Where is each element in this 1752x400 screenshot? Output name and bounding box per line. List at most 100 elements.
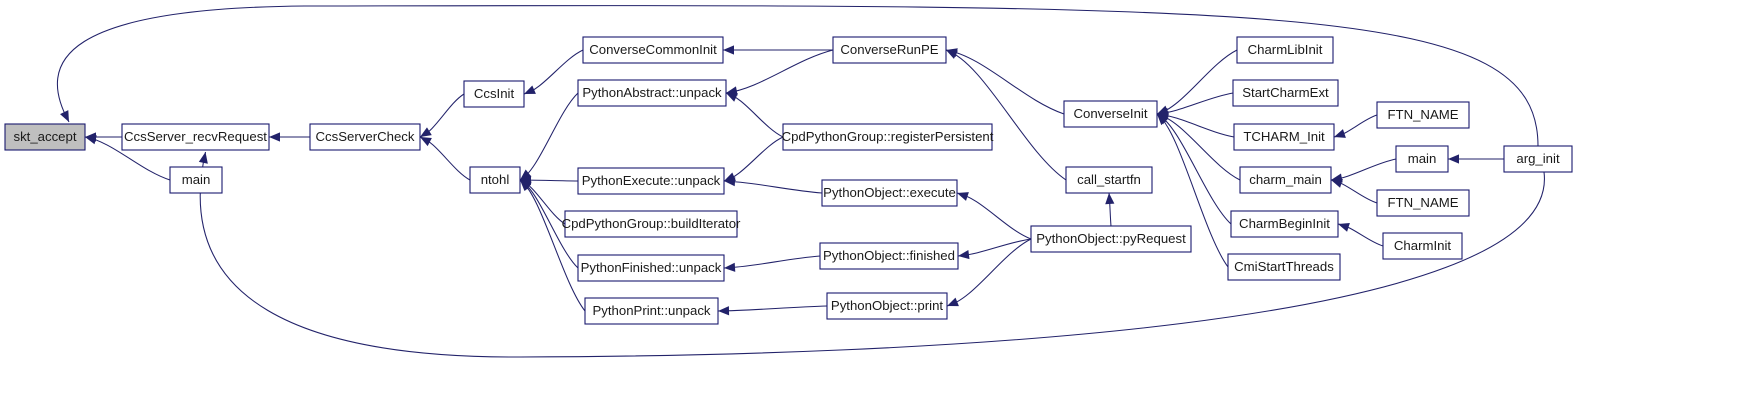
graph-node-registerpersistent[interactable]: CpdPythonGroup::registerPersistent xyxy=(782,123,994,151)
graph-node-objprint[interactable]: PythonObject::print xyxy=(826,292,948,320)
node-label: skt_accept xyxy=(13,129,76,144)
node-label: CcsInit xyxy=(474,86,515,101)
graph-node-pythonexecute[interactable]: PythonExecute::unpack xyxy=(577,167,725,195)
graph-node-pyrequest[interactable]: PythonObject::pyRequest xyxy=(1030,225,1192,253)
node-label: arg_init xyxy=(1516,151,1560,166)
node-label: ntohl xyxy=(481,172,510,187)
graph-edge xyxy=(1156,49,1238,115)
edge-arrowhead xyxy=(1338,222,1350,232)
node-label: FTN_NAME xyxy=(1387,107,1458,122)
node-label: PythonExecute::unpack xyxy=(582,173,721,188)
node-label: CcsServerCheck xyxy=(316,129,415,144)
node-label: ConverseRunPE xyxy=(840,42,938,57)
edge-arrowhead xyxy=(724,262,736,272)
node-box xyxy=(832,36,947,64)
graph-node-skt_accept[interactable]: skt_accept xyxy=(4,123,86,151)
graph-edge xyxy=(956,192,1032,240)
node-label: main xyxy=(1408,151,1437,166)
node-box xyxy=(1382,232,1463,260)
graph-node-main_right[interactable]: main xyxy=(1395,145,1449,173)
graph-node-tcharm_init[interactable]: TCHARM_Init xyxy=(1233,123,1335,151)
graph-edge xyxy=(945,49,1067,181)
node-label: PythonPrint::unpack xyxy=(592,303,710,318)
edge-arrowhead xyxy=(420,137,432,147)
node-box xyxy=(463,80,525,108)
graph-node-charmlibinit[interactable]: CharmLibInit xyxy=(1236,36,1334,64)
edge-arrowhead xyxy=(520,180,532,192)
graph-node-ftn_name_top[interactable]: FTN_NAME xyxy=(1376,101,1470,129)
graph-node-charminit[interactable]: CharmInit xyxy=(1382,232,1463,260)
edge-arrowhead xyxy=(1105,193,1115,205)
node-label: PythonObject::pyRequest xyxy=(1036,231,1186,246)
graph-edge xyxy=(723,255,821,269)
graph-node-pythonabstract[interactable]: PythonAbstract::unpack xyxy=(577,79,727,107)
graph-node-ccsservercheck[interactable]: CcsServerCheck xyxy=(309,123,421,151)
graph-node-ftn_name_bot[interactable]: FTN_NAME xyxy=(1376,189,1470,217)
graph-node-conversecommoninit[interactable]: ConverseCommonInit xyxy=(582,36,724,64)
graph-node-ccsserver_recv[interactable]: CcsServer_recvRequest xyxy=(121,123,270,151)
graph-edge xyxy=(519,179,586,312)
graph-node-objexecute[interactable]: PythonObject::execute xyxy=(821,179,958,207)
graph-edge xyxy=(723,180,823,194)
graph-node-objfinished[interactable]: PythonObject::finished xyxy=(819,242,959,270)
node-box xyxy=(821,179,958,207)
node-label: CmiStartThreads xyxy=(1234,259,1334,274)
node-label: call_startfn xyxy=(1077,172,1141,187)
node-label: StartCharmExt xyxy=(1242,85,1329,100)
node-label: CpdPythonGroup::buildIterator xyxy=(562,216,741,231)
edge-arrowhead xyxy=(1334,129,1346,138)
edge-arrowhead xyxy=(726,93,738,102)
graph-node-main_left[interactable]: main xyxy=(169,166,223,194)
edge-arrowhead xyxy=(1157,114,1168,126)
node-label: ConverseInit xyxy=(1073,106,1147,121)
graph-node-conversrunpe[interactable]: ConverseRunPE xyxy=(832,36,947,64)
graph-edge xyxy=(1156,113,1229,268)
edge-arrowhead xyxy=(524,85,536,94)
node-box xyxy=(1233,123,1335,151)
graph-edge xyxy=(1156,113,1232,225)
graph-node-charmbegininit[interactable]: CharmBeginInit xyxy=(1230,210,1339,238)
node-label: TCHARM_Init xyxy=(1243,129,1325,144)
graph-node-pythonprint[interactable]: PythonPrint::unpack xyxy=(584,297,719,325)
graph-edge xyxy=(717,305,828,312)
node-box xyxy=(1503,145,1573,173)
graph-edge xyxy=(519,92,579,181)
node-box xyxy=(1376,189,1470,217)
graph-node-pythonfinished[interactable]: PythonFinished::unpack xyxy=(577,254,725,282)
graph-node-builditerator[interactable]: CpdPythonGroup::buildIterator xyxy=(562,210,741,238)
node-label: CharmLibInit xyxy=(1248,42,1323,57)
node-label: PythonObject::execute xyxy=(823,185,956,200)
graph-node-ntohl[interactable]: ntohl xyxy=(469,166,521,194)
graph-node-arg_init[interactable]: arg_init xyxy=(1503,145,1573,173)
edge-arrowhead xyxy=(60,110,69,122)
node-box xyxy=(1230,210,1339,238)
node-box xyxy=(1239,166,1332,194)
graph-edge xyxy=(945,49,1065,115)
node-box xyxy=(577,167,725,195)
node-box xyxy=(1376,101,1470,129)
graph-node-converseinit[interactable]: ConverseInit xyxy=(1063,100,1158,128)
node-box xyxy=(1227,253,1341,281)
graph-edge xyxy=(199,151,1545,358)
graph-node-cmistartthreads[interactable]: CmiStartThreads xyxy=(1227,253,1341,281)
graph-edge xyxy=(1156,113,1235,138)
graph-edge xyxy=(957,238,1032,257)
edge-arrowhead xyxy=(724,177,736,187)
graph-node-callstartfn[interactable]: call_startfn xyxy=(1065,166,1153,194)
node-box xyxy=(577,79,727,107)
graph-edge xyxy=(1156,113,1241,181)
node-box xyxy=(584,297,719,325)
node-label: FTN_NAME xyxy=(1387,195,1458,210)
node-box xyxy=(826,292,948,320)
graph-node-charm_main[interactable]: charm_main xyxy=(1239,166,1332,194)
graph-node-startcharmext[interactable]: StartCharmExt xyxy=(1232,79,1339,107)
node-label: main xyxy=(182,172,211,187)
node-label: PythonFinished::unpack xyxy=(581,260,722,275)
node-box xyxy=(1065,166,1153,194)
edge-arrowhead xyxy=(269,132,280,142)
node-label: CharmInit xyxy=(1394,238,1451,253)
graph-node-ccsinit[interactable]: CcsInit xyxy=(463,80,525,108)
